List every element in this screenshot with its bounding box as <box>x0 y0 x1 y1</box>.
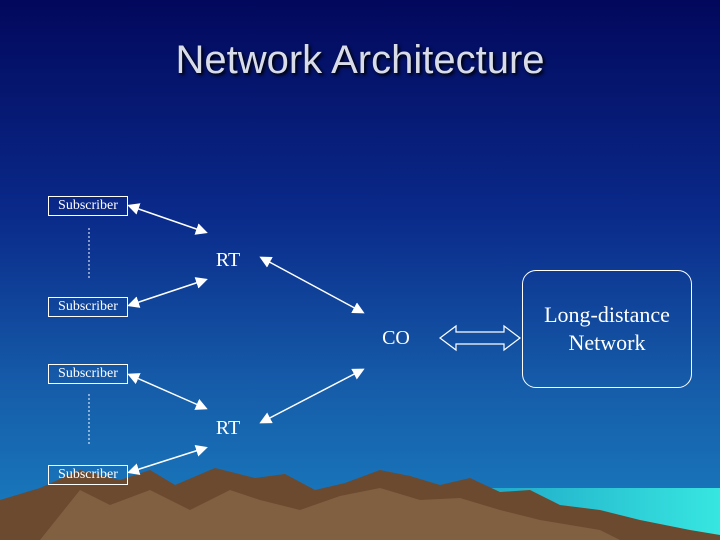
long-distance-network-label: Long-distance Network <box>544 302 670 355</box>
link-subscriber1-rt <box>127 203 208 235</box>
link-subscriber3-rt <box>127 373 208 410</box>
subscriber-box-3: Subscriber <box>48 364 128 384</box>
link-subscriber4-rt <box>127 445 208 475</box>
long-distance-network-box: Long-distance Network <box>522 270 692 388</box>
subscriber-box-4: Subscriber <box>48 465 128 485</box>
rt-node-top: RT <box>215 249 241 271</box>
mountain-highlights <box>40 488 620 540</box>
link-rt-co <box>259 256 365 314</box>
link-subscriber2-rt <box>127 277 208 308</box>
co-node: CO <box>382 327 410 349</box>
subscriber-box-2: Subscriber <box>48 297 128 317</box>
slide-title: Network Architecture <box>175 38 545 82</box>
rt-node-bottom: RT <box>215 417 241 439</box>
subscriber-box-1: Subscriber <box>48 196 128 216</box>
double-arrow-co-network <box>439 324 521 352</box>
link-rt-co-bottom <box>259 368 365 424</box>
